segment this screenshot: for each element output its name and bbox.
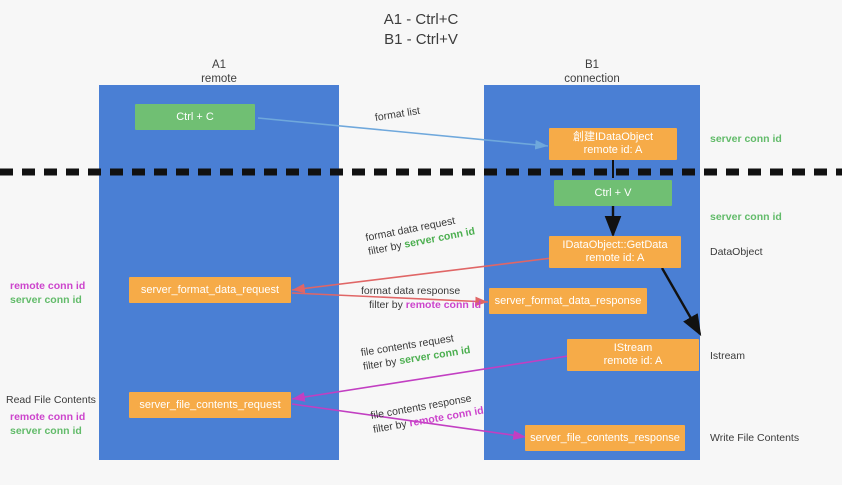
node-server-format-data-response[interactable]: server_format_data_response: [489, 288, 647, 314]
diagram-title: A1 - Ctrl+C B1 - Ctrl+V: [0, 10, 842, 50]
label-right-server-conn-id-mid: server conn id: [710, 211, 782, 223]
label-left-remote-conn-id-1: remote conn id: [10, 280, 86, 292]
node-server-file-contents-request-label: server_file_contents_request: [139, 398, 281, 411]
node-server-format-data-request-label: server_format_data_request: [140, 283, 280, 296]
node-server-file-contents-request[interactable]: server_file_contents_request: [129, 392, 291, 418]
label-right-dataobject: DataObject: [710, 246, 763, 258]
node-istream-line1: IStream: [613, 342, 653, 354]
node-server-format-data-request[interactable]: server_format_data_request: [129, 277, 291, 303]
label-left-server-conn-id-2: server conn id: [10, 425, 82, 437]
note-format-list-text: format list: [374, 104, 421, 124]
node-ctrl-v[interactable]: Ctrl + V: [554, 180, 672, 206]
column-b1-name: B1: [584, 59, 600, 71]
node-getdata-line1: IDataObject::GetData: [562, 239, 668, 251]
note-format-data-response: format data response filter by remote co…: [361, 284, 481, 312]
note-format-data-response-filter-value: remote conn id: [405, 299, 482, 311]
node-server-file-contents-response[interactable]: server_file_contents_response: [525, 425, 685, 451]
column-header-a1: A1 remote: [149, 58, 289, 86]
note-format-list: format list: [374, 104, 421, 125]
note-format-data-request: format data request filter by server con…: [364, 211, 477, 259]
label-left-server-conn-id-1: server conn id: [10, 294, 82, 306]
note-file-contents-response: file contents response filter by remote …: [370, 390, 485, 437]
column-a1-sub: remote: [201, 73, 237, 85]
label-left-read-file-contents: Read File Contents: [6, 394, 96, 406]
node-ctrl-c[interactable]: Ctrl + C: [135, 104, 255, 130]
label-right-istream: Istream: [710, 350, 746, 362]
node-idataobject-getdata[interactable]: IDataObject::GetData remote id: A: [549, 236, 681, 268]
note-format-data-response-text: format data response: [361, 285, 461, 297]
note-format-data-response-filter-prefix: filter by: [369, 299, 406, 311]
node-create-idataobject-line2: remote id: A: [583, 144, 643, 156]
node-server-file-contents-response-label: server_file_contents_response: [530, 431, 680, 444]
node-getdata-line2: remote id: A: [585, 252, 645, 264]
label-left-remote-conn-id-2: remote conn id: [10, 411, 86, 423]
node-ctrl-c-label: Ctrl + C: [176, 110, 214, 123]
title-line-1: A1 - Ctrl+C: [383, 11, 459, 28]
node-create-idataobject-line1: 創建IDataObject: [572, 131, 654, 143]
node-server-format-data-response-label: server_format_data_response: [494, 294, 642, 307]
node-istream[interactable]: IStream remote id: A: [567, 339, 699, 371]
column-a1-name: A1: [211, 59, 227, 71]
node-create-idataobject[interactable]: 創建IDataObject remote id: A: [549, 128, 677, 160]
label-right-write-file-contents: Write File Contents: [710, 432, 800, 444]
column-header-b1: B1 connection: [522, 58, 662, 86]
note-format-data-response-filter: filter by remote conn id: [361, 298, 481, 312]
label-right-server-conn-id-top: server conn id: [710, 133, 782, 145]
column-b1-sub: connection: [564, 73, 620, 85]
node-istream-line2: remote id: A: [603, 355, 663, 367]
note-file-contents-request: file contents request filter by server c…: [360, 329, 472, 374]
title-line-2: B1 - Ctrl+V: [384, 31, 458, 48]
node-ctrl-v-label: Ctrl + V: [594, 186, 632, 199]
